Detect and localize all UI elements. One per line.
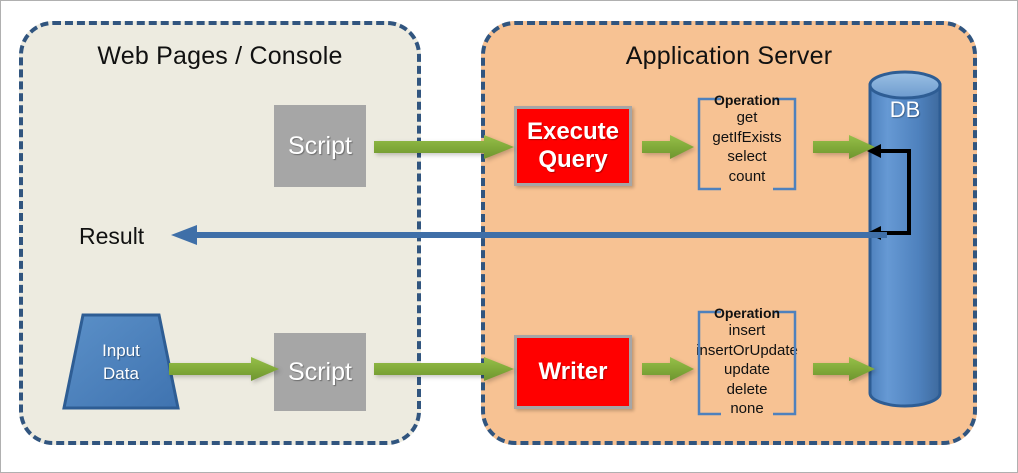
operation-query-title: Operation xyxy=(713,92,781,108)
flow-arrow-icon xyxy=(642,135,694,159)
arrow-execute-query-to-operation xyxy=(642,135,694,159)
flow-arrow-icon xyxy=(374,357,514,381)
operation-writer-item: none xyxy=(730,400,764,418)
operation-writer-item: insertOrUpdate xyxy=(696,341,798,359)
writer-label: Writer xyxy=(538,357,608,385)
flow-arrow-icon xyxy=(813,135,875,159)
operation-writer-title: Operation xyxy=(713,305,781,321)
script-box-bottom-label: Script xyxy=(288,357,352,386)
arrow-script-to-writer xyxy=(374,357,514,381)
operation-query-item: select xyxy=(727,148,767,166)
flow-arrow-icon xyxy=(642,357,694,381)
arrow-script-to-execute-query xyxy=(374,135,514,159)
arrow-operation-to-db-write xyxy=(813,357,875,381)
operation-writer-item: update xyxy=(724,361,770,379)
operation-query-item: get xyxy=(736,109,758,127)
script-box-top-label: Script xyxy=(288,131,352,160)
execute-query-label-line2: Query xyxy=(538,146,608,173)
flow-arrow-icon xyxy=(374,135,514,159)
arrow-input-to-script xyxy=(169,357,279,381)
flow-arrow-icon xyxy=(169,357,279,381)
operation-query-list: get getIfExists select count xyxy=(691,108,803,186)
flow-arrow-icon xyxy=(813,357,875,381)
arrow-operation-to-db-read xyxy=(813,135,875,159)
operation-query-item: count xyxy=(728,167,766,185)
script-box-top[interactable]: Script xyxy=(274,105,366,187)
operation-query-item: getIfExists xyxy=(712,128,782,146)
client-panel-title: Web Pages / Console xyxy=(97,42,343,70)
input-data-shape[interactable]: Input Data xyxy=(61,312,181,411)
input-data-trapezoid-icon xyxy=(62,313,180,410)
result-arrow-icon xyxy=(171,225,887,245)
operation-group-writer: Operation insert insertOrUpdate update d… xyxy=(691,305,803,420)
result-label: Result xyxy=(79,223,145,249)
operation-writer-item: insert xyxy=(728,322,766,340)
database-icon xyxy=(868,70,942,408)
writer-box[interactable]: Writer xyxy=(514,335,632,409)
arrow-writer-to-operation xyxy=(642,357,694,381)
operation-writer-list: insert insertOrUpdate update delete none xyxy=(691,321,803,419)
script-box-bottom[interactable]: Script xyxy=(274,333,366,411)
operation-writer-item: delete xyxy=(726,380,768,398)
execute-query-box[interactable]: Execute Query xyxy=(514,106,632,186)
execute-query-label-line1: Execute xyxy=(526,117,620,145)
server-panel-title: Application Server xyxy=(625,42,833,70)
result-flow-arrow xyxy=(171,223,887,247)
operation-group-query: Operation get getIfExists select count xyxy=(691,92,803,195)
